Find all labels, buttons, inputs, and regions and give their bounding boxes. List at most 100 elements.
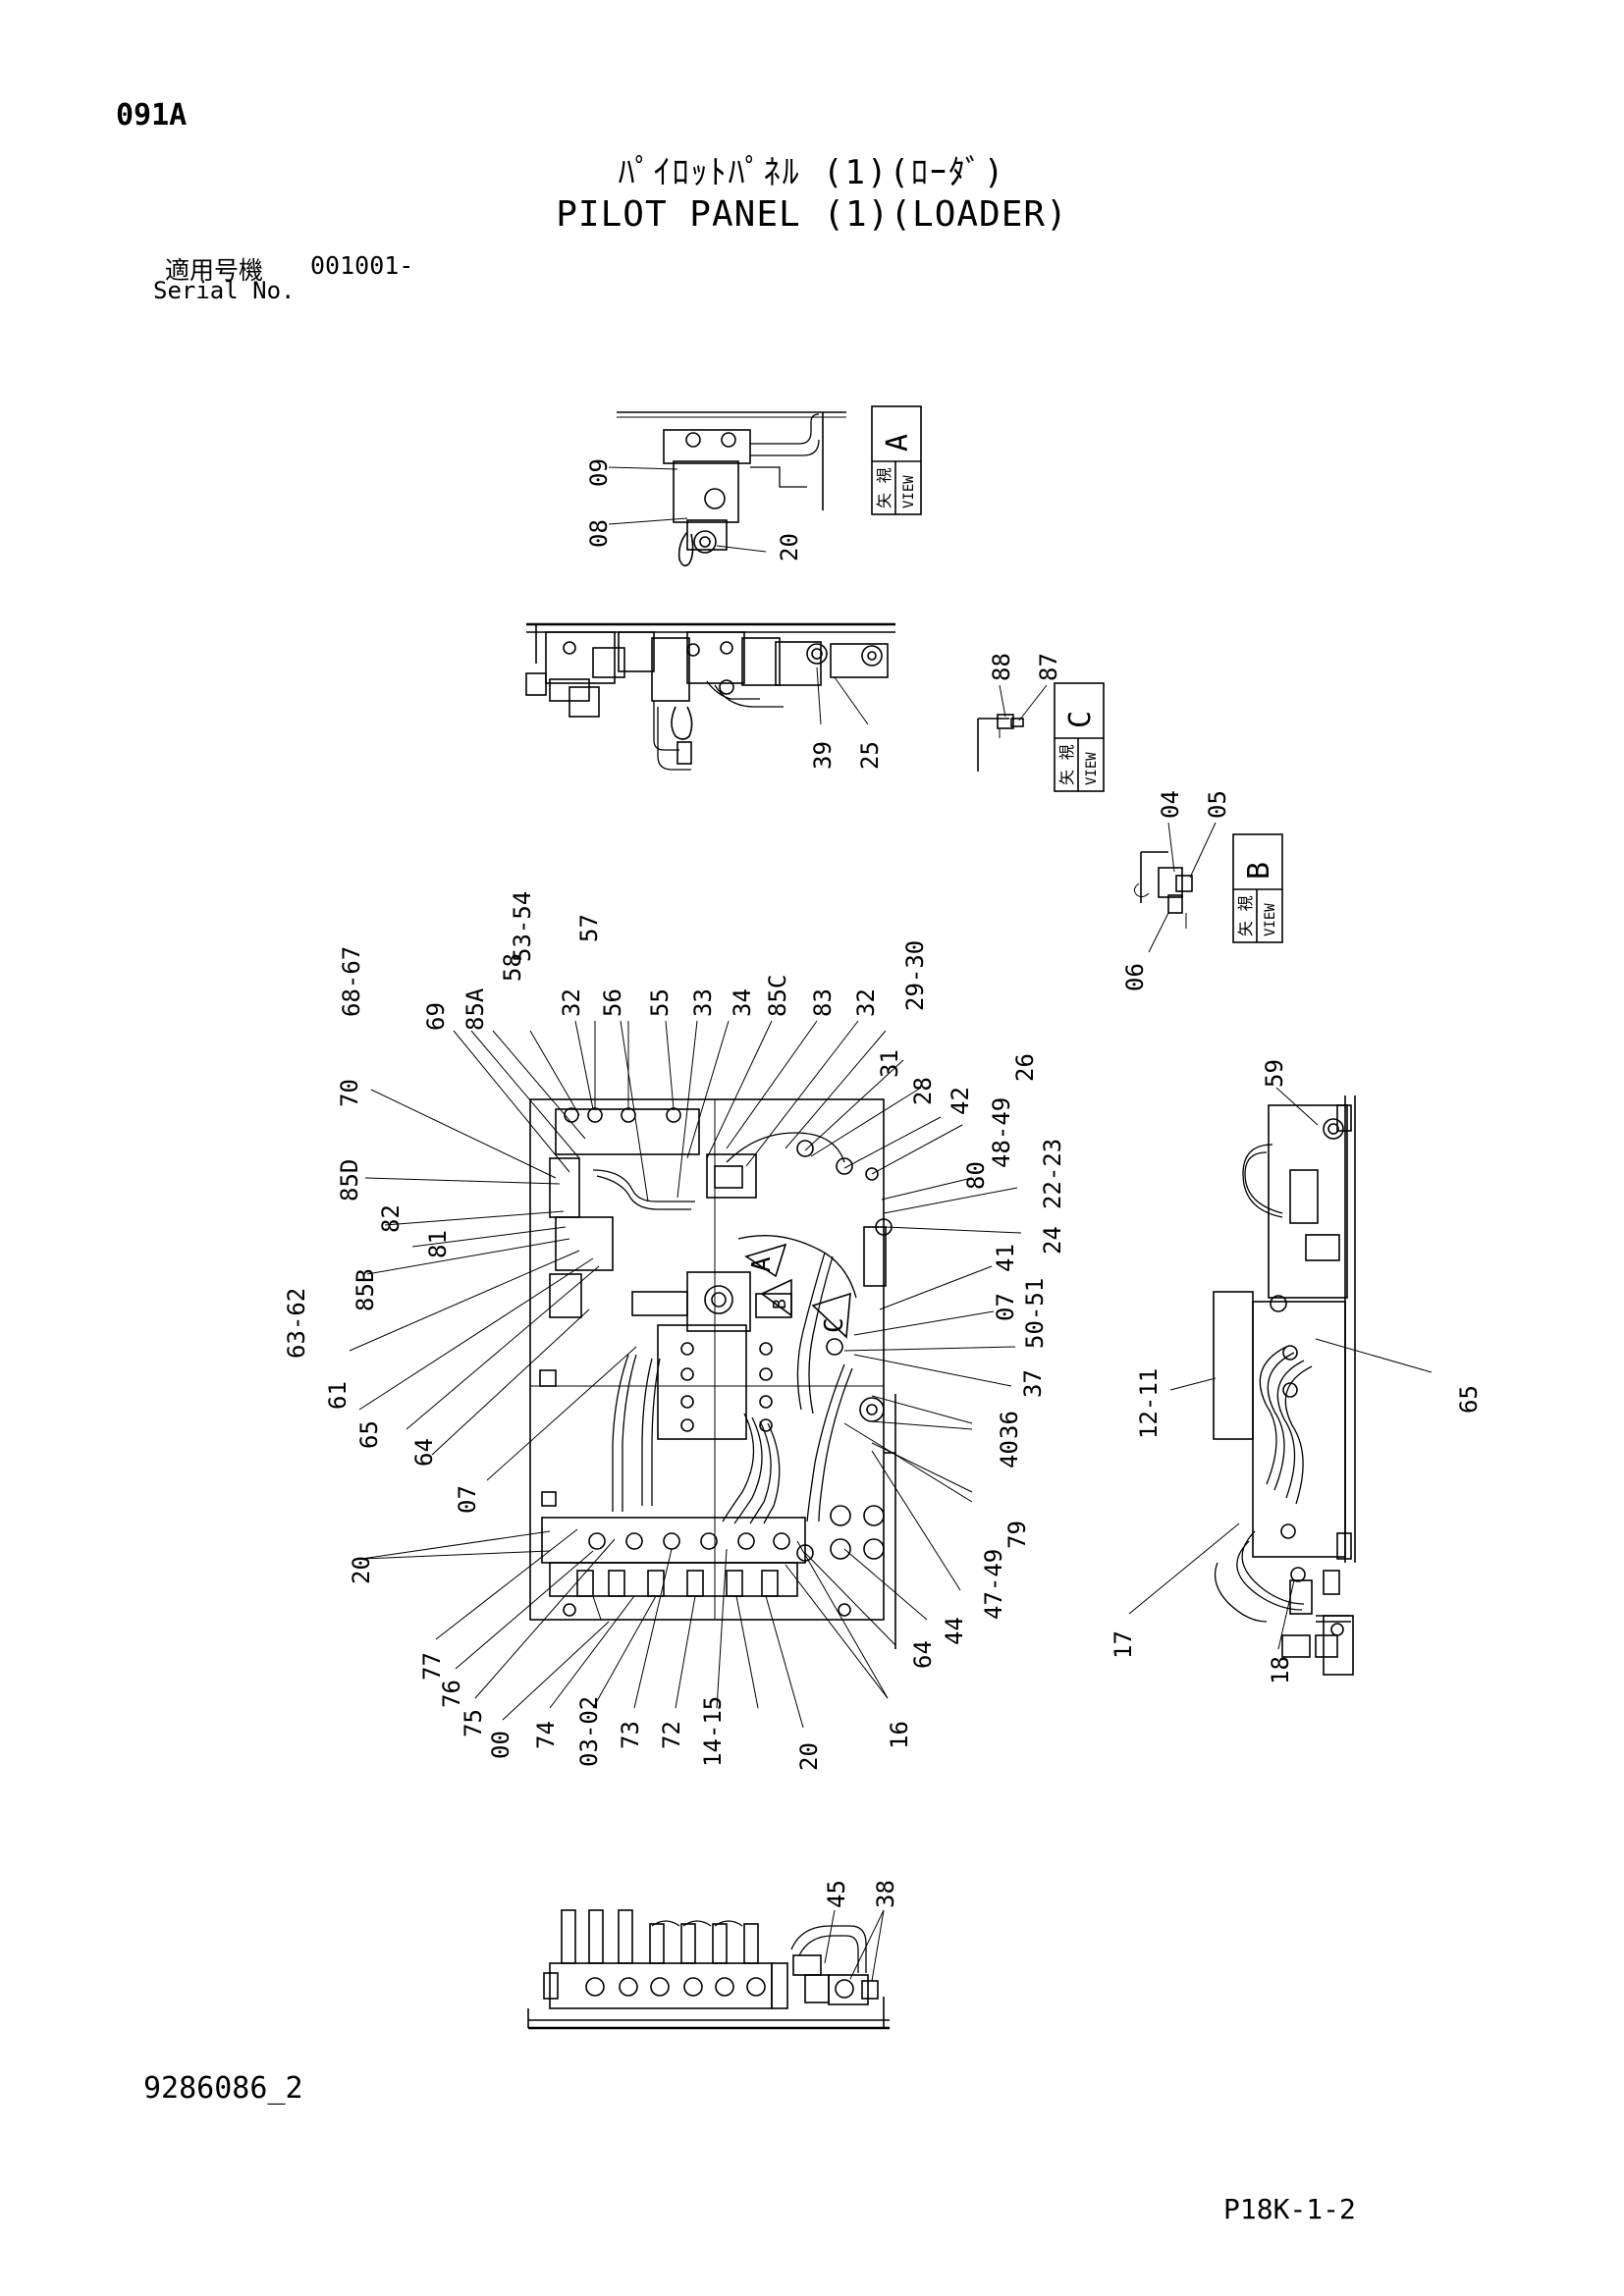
bottom-view-drawing xyxy=(527,1909,890,2030)
callout-63-62: 63-62 xyxy=(283,1288,310,1359)
callout-68-67: 68-67 xyxy=(338,946,365,1017)
callout-12-11: 12-11 xyxy=(1135,1368,1163,1439)
view-a-drawing xyxy=(617,411,846,567)
view-a-jp: 矢 視 xyxy=(875,467,893,508)
callout-33: 33 xyxy=(689,988,717,1017)
callout-34: 34 xyxy=(729,988,756,1017)
callout-70: 70 xyxy=(336,1079,363,1107)
view-a-leaders xyxy=(608,466,767,553)
callout-09: 09 xyxy=(585,458,613,487)
callout-64: 64 xyxy=(410,1438,438,1467)
callout-53-54: 53-54 xyxy=(509,891,536,962)
callout-14-15: 14-15 xyxy=(699,1696,727,1767)
callout-82: 82 xyxy=(377,1204,405,1233)
view-b-leader-05 xyxy=(1189,822,1217,879)
callout-56: 56 xyxy=(599,988,626,1017)
view-c-label xyxy=(1054,682,1105,792)
view-a-label xyxy=(871,405,922,515)
callout-36: 36 xyxy=(996,1411,1023,1439)
callout-25: 25 xyxy=(856,741,884,770)
view-b-label xyxy=(1232,833,1283,943)
callout-20c: 20 xyxy=(795,1742,823,1771)
top-view-leaders xyxy=(816,667,869,725)
page-code: 091A xyxy=(116,98,188,133)
page-reference: P18K-1-2 xyxy=(1223,2193,1356,2225)
callout-85c: 85C xyxy=(764,975,791,1017)
callout-24: 24 xyxy=(1039,1226,1066,1255)
title-english: PILOT PANEL (1)(LOADER) xyxy=(556,194,1068,235)
callout-79: 79 xyxy=(1003,1521,1031,1549)
callout-65b: 65 xyxy=(1455,1385,1483,1414)
callout-03-02: 03-02 xyxy=(575,1696,603,1767)
callout-31: 31 xyxy=(876,1049,903,1078)
callout-57: 57 xyxy=(575,914,603,942)
callout-32b: 32 xyxy=(852,988,880,1017)
marker-b: B xyxy=(770,1299,790,1309)
callout-61: 61 xyxy=(324,1381,352,1410)
callout-87: 87 xyxy=(1035,653,1062,681)
callout-32: 32 xyxy=(558,988,585,1017)
callout-47-49: 47-49 xyxy=(980,1549,1007,1620)
callout-42: 42 xyxy=(947,1087,974,1115)
view-b-leader-04 xyxy=(1167,822,1175,873)
callout-16: 16 xyxy=(886,1721,913,1749)
serial-label-japanese: 適用号機 xyxy=(165,256,264,285)
callout-29-30: 29-30 xyxy=(901,940,929,1011)
callout-17: 17 xyxy=(1110,1630,1137,1659)
callout-74: 74 xyxy=(532,1721,560,1749)
view-a-en: VIEW xyxy=(901,475,917,508)
callout-06: 06 xyxy=(1121,963,1149,991)
serial-number: 001001- xyxy=(310,251,414,280)
view-c-leader-88 xyxy=(999,684,1006,718)
callout-72: 72 xyxy=(658,1721,685,1749)
view-b-jp: 矢 視 xyxy=(1236,895,1255,936)
callout-45: 45 xyxy=(823,1880,850,1908)
callout-65: 65 xyxy=(355,1420,383,1449)
callout-00: 00 xyxy=(487,1731,514,1759)
view-b-letter: B xyxy=(1242,862,1276,880)
main-view-leaders xyxy=(349,1020,1022,1729)
callout-44: 44 xyxy=(941,1617,968,1645)
callout-80: 80 xyxy=(962,1161,990,1190)
callout-38: 38 xyxy=(872,1880,899,1908)
bottom-view-leaders xyxy=(824,1909,885,1982)
callout-05: 05 xyxy=(1204,790,1231,819)
view-c-en: VIEW xyxy=(1084,752,1100,785)
main-view-drawing xyxy=(529,1098,896,1649)
view-b-drawing xyxy=(1133,851,1193,929)
drawing-number: 9286086_2 xyxy=(143,2071,303,2106)
title-japanese: ﾊﾟｲﾛｯﾄﾊﾟﾈﾙ (1)(ﾛｰﾀﾞ) xyxy=(618,153,1006,192)
callout-73: 73 xyxy=(617,1721,644,1749)
callout-48-49: 48-49 xyxy=(988,1097,1015,1168)
callout-50-51: 50-51 xyxy=(1021,1278,1049,1349)
callout-22-23: 22-23 xyxy=(1039,1139,1066,1209)
callout-20: 20 xyxy=(776,533,803,561)
callout-26: 26 xyxy=(1011,1053,1039,1082)
view-c-letter: C xyxy=(1063,711,1098,728)
side-view-drawing xyxy=(1213,1095,1356,1676)
callout-75: 75 xyxy=(460,1709,487,1737)
callout-41: 41 xyxy=(992,1244,1019,1272)
callout-77: 77 xyxy=(418,1652,446,1681)
callout-07: 07 xyxy=(454,1485,481,1514)
callout-58: 58 xyxy=(499,953,526,982)
callout-69: 69 xyxy=(422,1002,450,1031)
callout-28: 28 xyxy=(909,1077,937,1105)
callout-55: 55 xyxy=(646,988,674,1017)
callout-88: 88 xyxy=(988,653,1015,681)
serial-label-english: Serial No. xyxy=(153,277,296,304)
callout-85a: 85A xyxy=(461,988,489,1031)
callout-81: 81 xyxy=(424,1230,452,1258)
callout-37: 37 xyxy=(1019,1369,1047,1398)
side-view-leaders xyxy=(1128,1087,1433,1650)
top-view-drawing xyxy=(525,622,895,771)
view-c-leader-87 xyxy=(1018,684,1048,721)
callout-76: 76 xyxy=(438,1680,465,1708)
callout-08: 08 xyxy=(585,519,613,548)
callout-39: 39 xyxy=(809,741,837,770)
marker-c: C xyxy=(820,1317,849,1333)
view-c-jp: 矢 視 xyxy=(1057,744,1076,785)
view-c-drawing xyxy=(977,714,1024,772)
callout-64b: 64 xyxy=(909,1640,937,1669)
